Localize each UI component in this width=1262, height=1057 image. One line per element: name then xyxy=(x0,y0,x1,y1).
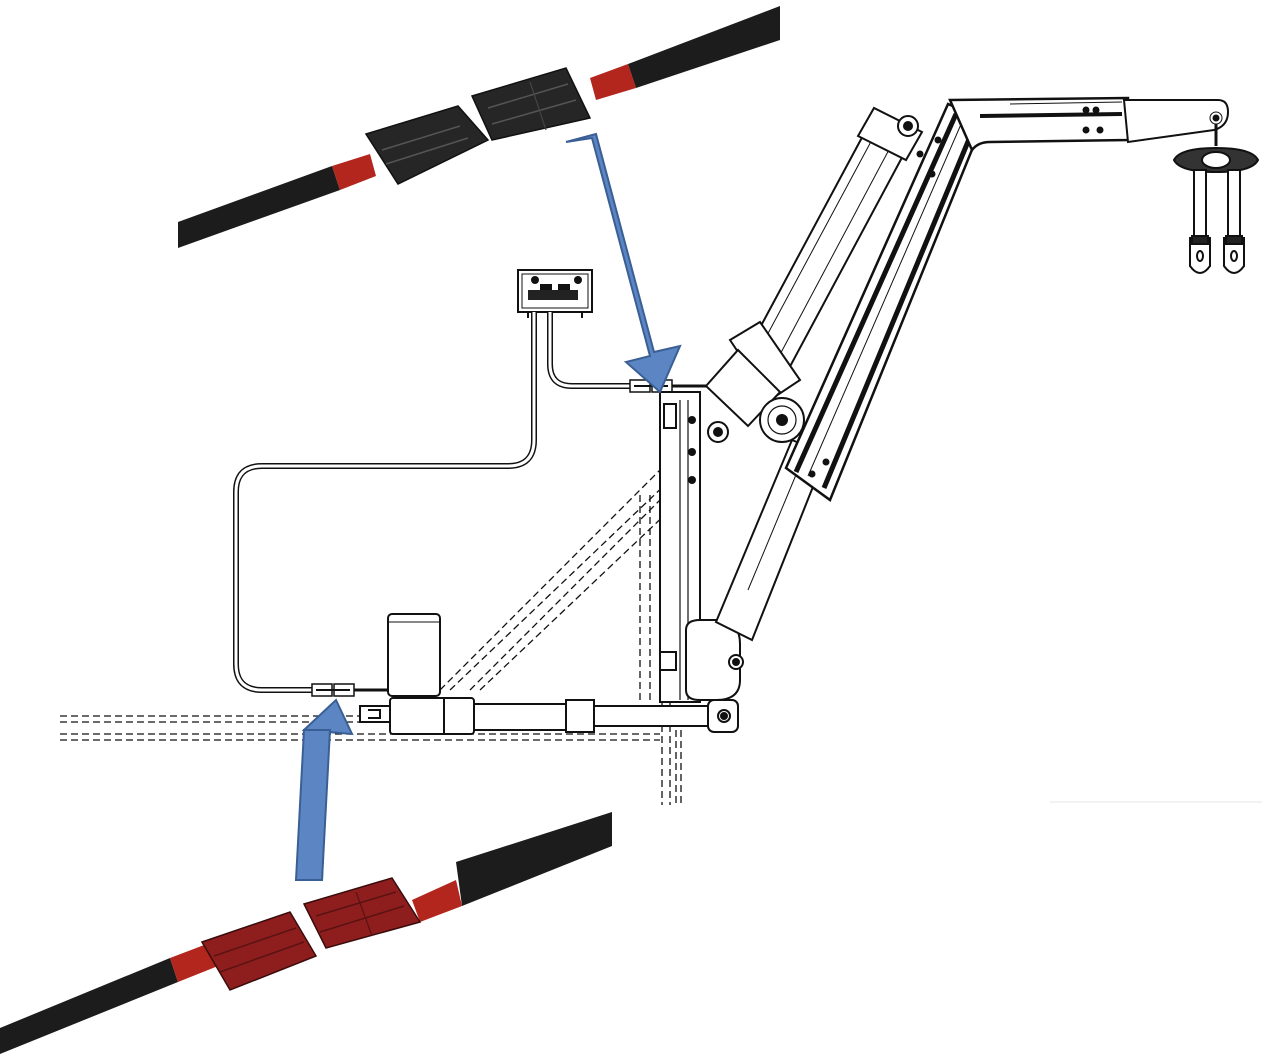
arm-cylinder xyxy=(704,106,924,443)
control-box-screw-icon xyxy=(574,276,582,284)
upper-wire-right xyxy=(590,64,636,100)
mount-base-dashed xyxy=(60,450,682,805)
lower-cable-left xyxy=(0,958,178,1054)
arrow-upper-to-lift-arm xyxy=(565,132,682,394)
upper-wire-left xyxy=(332,154,376,190)
arrow-lower-shaft xyxy=(294,729,332,881)
cable-to-lift-arm xyxy=(547,312,630,389)
linear-actuator xyxy=(359,613,739,735)
hanger-hook xyxy=(1172,124,1260,274)
lift-arm xyxy=(784,96,1230,502)
control-box-screw-icon xyxy=(531,276,539,284)
lower-wire-right xyxy=(412,880,462,922)
upper-cable-left xyxy=(178,166,340,248)
inline-connector-lower xyxy=(311,683,388,697)
upper-cable-right xyxy=(628,6,780,88)
control-box xyxy=(517,269,593,318)
lower-connector-pair xyxy=(0,812,612,1054)
lower-connector-right xyxy=(302,877,422,949)
lower-connector-left xyxy=(200,911,318,991)
upper-connector-right xyxy=(470,67,592,141)
upper-connector-pair xyxy=(178,6,780,248)
lower-wire-left xyxy=(170,942,218,982)
cable-to-actuator xyxy=(233,312,537,693)
lower-cable-right xyxy=(456,812,612,906)
upper-connector-left xyxy=(364,105,490,185)
lift-cylinder xyxy=(685,438,828,701)
inline-connector-upper xyxy=(629,379,712,393)
